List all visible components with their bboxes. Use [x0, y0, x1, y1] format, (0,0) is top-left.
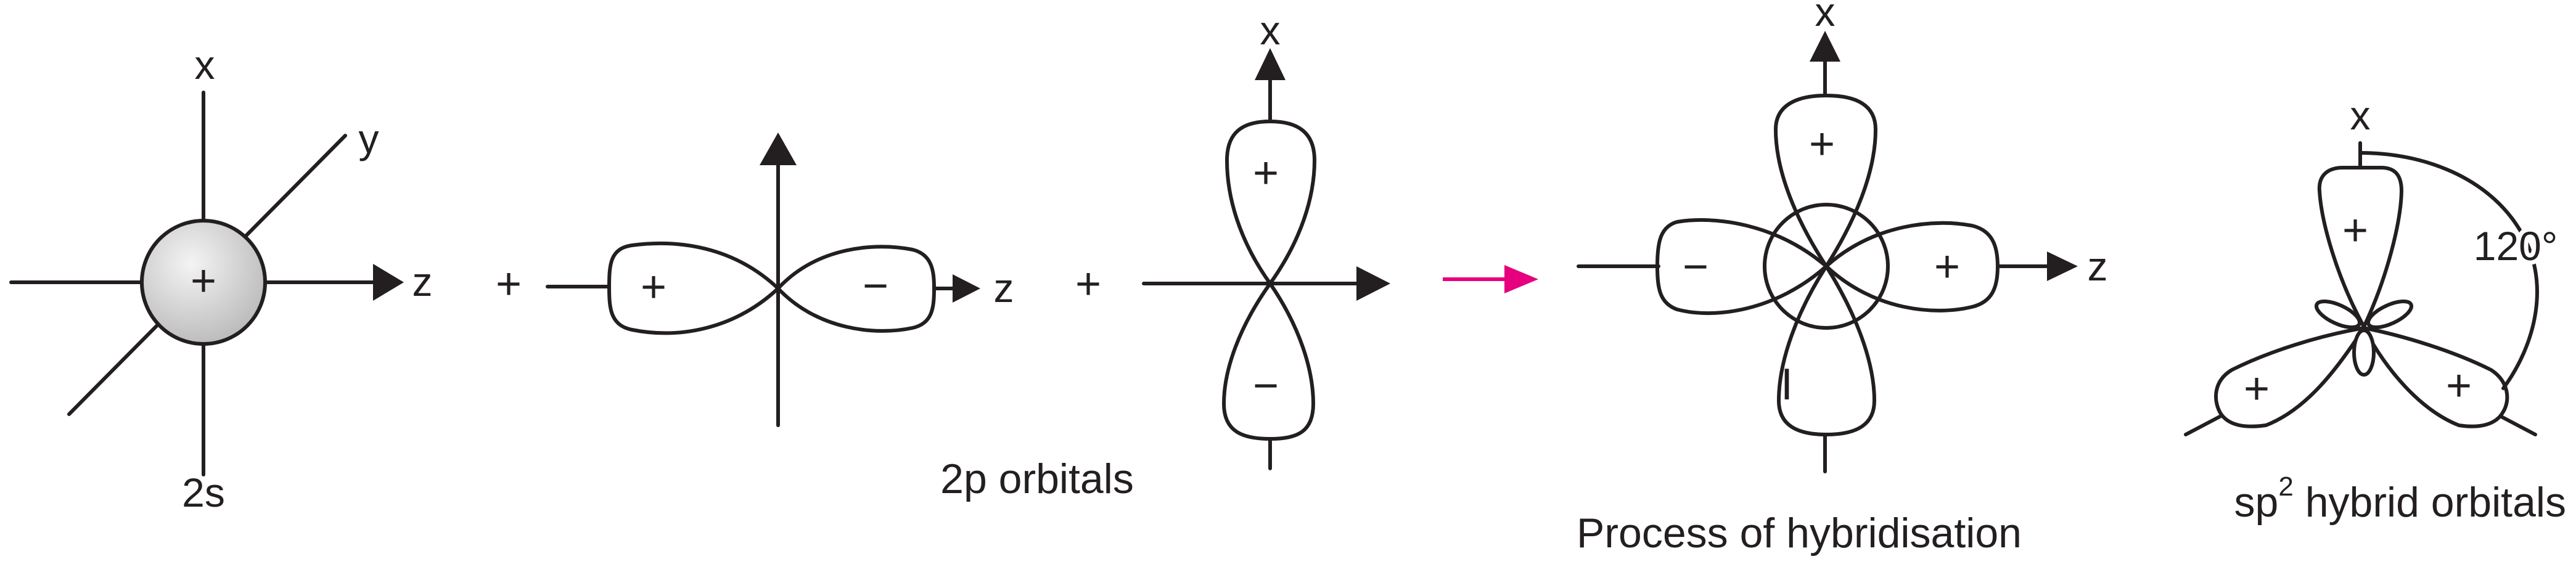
sp2-small-left-lobe [2314, 299, 2362, 330]
sp2-caption-main: sp [2234, 479, 2278, 526]
process-z-arrowhead [2047, 251, 2078, 281]
s-z-axis-label: z [412, 259, 433, 304]
px-orbital-group: x + − [1142, 7, 1390, 470]
sp2-top-sign: + [2342, 206, 2368, 255]
process-top-lobe [1774, 94, 1877, 268]
sp2-right-axis [2498, 414, 2537, 436]
s-x-axis-label: x [195, 42, 215, 88]
pz-z-axis-label: z [994, 265, 1014, 311]
plus-sign-1: + [496, 259, 522, 309]
sp2-left-lobe [2214, 326, 2366, 428]
sp2-left-axis [2184, 414, 2223, 436]
pz-up-arrowhead [760, 133, 797, 165]
sp2-right-lobe [2362, 326, 2509, 428]
sp2-caption-rest: hybrid orbitals [2294, 479, 2566, 526]
px-top-lobe [1225, 120, 1316, 285]
px-top-sign: + [1253, 149, 1279, 198]
pz-left-lobe [607, 241, 780, 335]
sp2-left-sign: + [2244, 364, 2270, 414]
px-right-arrowhead [1356, 266, 1390, 301]
pz-orbital-group: + − z [546, 133, 1014, 427]
sp2-angle-label: 120° [2474, 223, 2558, 269]
process-x-axis-label: x [1815, 0, 1836, 35]
process-group: x z + − + I [1577, 0, 2108, 473]
process-bottom-sign: I [1781, 360, 1793, 409]
sp2-caption: sp2 hybrid orbitals [2234, 472, 2566, 526]
sp2-right-sign: + [2446, 361, 2472, 410]
px-bottom-sign: − [1253, 361, 1279, 410]
process-left-lobe [1655, 218, 1828, 316]
p-orbitals-caption: 2p orbitals [940, 455, 1134, 502]
process-left-sign: − [1683, 242, 1708, 292]
process-right-lobe [1824, 221, 2000, 312]
process-s-sphere [1763, 203, 1890, 330]
sp2-small-bottom-lobe [2352, 329, 2376, 377]
s-orbital-sign: + [191, 256, 216, 306]
reaction-arrow-head [1504, 265, 1538, 293]
reaction-arrow [1443, 265, 1538, 293]
sp2-group: x 120° + + + [2184, 92, 2562, 436]
process-right-sign: + [1934, 242, 1960, 292]
process-x-arrowhead [1810, 31, 1840, 62]
px-x-axis-label: x [1260, 7, 1281, 53]
process-z-axis-label: z [2088, 243, 2108, 289]
process-bottom-lobe [1777, 264, 1876, 436]
s-z-arrowhead [373, 264, 404, 301]
pz-right-lobe [776, 245, 936, 333]
sp2-angle-arc [2358, 151, 2539, 390]
pz-z-arrowhead [953, 274, 980, 303]
process-top-sign: + [1809, 120, 1835, 169]
s-orbital-label: 2s [182, 470, 225, 515]
process-caption: Process of hybridisation [1577, 510, 2022, 557]
pz-left-sign: + [641, 263, 667, 312]
px-x-arrowhead [1255, 48, 1286, 80]
sp2-top-lobe [2317, 166, 2403, 329]
sp2-x-axis-label: x [2350, 92, 2371, 138]
plus-sign-2: + [1075, 259, 1101, 309]
sp2-caption-sup: 2 [2278, 472, 2293, 502]
s-orbital-sphere [140, 219, 267, 346]
s-y-axis-label: y [359, 116, 379, 161]
pz-right-sign: − [863, 261, 888, 311]
s-orbital-group: + x y z 2s [9, 42, 433, 515]
sp2-small-right-lobe [2366, 299, 2414, 330]
